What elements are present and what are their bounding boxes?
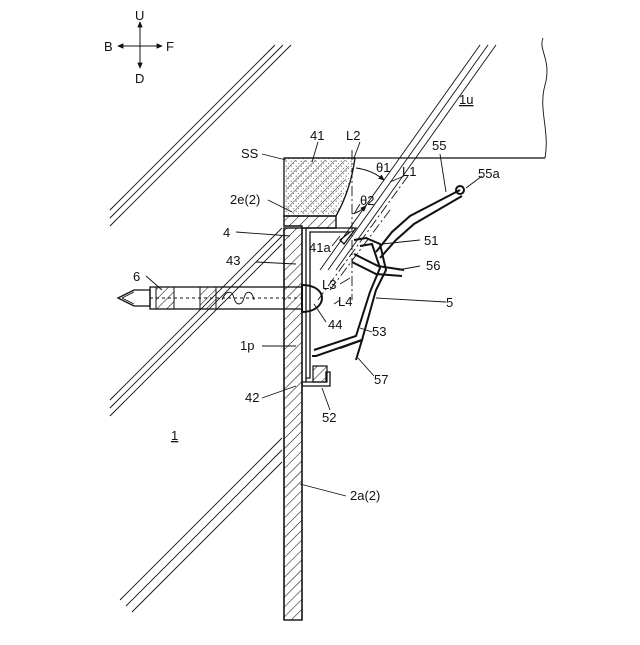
label-upper-body: 1u [459, 92, 473, 107]
label-51: 51 [424, 233, 438, 248]
upper-body-outline [90, 38, 547, 615]
main-body-section-lines [110, 45, 496, 612]
label-main-body: 1 [171, 428, 178, 443]
label-55: 55 [432, 138, 446, 153]
direction-compass: U D B F [104, 8, 174, 86]
label-L1: L1 [402, 164, 416, 179]
label-55a: 55a [478, 166, 500, 181]
compass-down-label: D [135, 71, 144, 86]
label-41a: 41a [309, 240, 331, 255]
sealant-41 [284, 158, 355, 216]
compass-front-label: F [166, 39, 174, 54]
label-2e: 2e(2) [230, 192, 260, 207]
label-44: 44 [328, 317, 342, 332]
compass-up-label: U [135, 8, 144, 23]
label-42: 42 [245, 390, 259, 405]
label-56: 56 [426, 258, 440, 273]
compass-back-label: B [104, 39, 113, 54]
label-43: 43 [226, 253, 240, 268]
label-theta1: θ1 [376, 160, 390, 175]
label-57: 57 [374, 372, 388, 387]
edge-member-2e [284, 216, 336, 228]
label-L2: L2 [346, 128, 360, 143]
reference-labels: 1 1u SS 41 L2 θ1 L1 55 55a 2e(2) θ2 4 41… [133, 92, 500, 503]
label-L4: L4 [338, 294, 352, 309]
label-53: 53 [372, 324, 386, 339]
label-2a: 2a(2) [350, 488, 380, 503]
label-1p: 1p [240, 338, 254, 353]
label-4: 4 [223, 225, 230, 240]
label-theta2: θ2 [360, 193, 374, 208]
label-L3: L3 [322, 277, 336, 292]
label-6: 6 [133, 269, 140, 284]
label-41: 41 [310, 128, 324, 143]
label-5: 5 [446, 295, 453, 310]
label-52: 52 [322, 410, 336, 425]
label-SS: SS [241, 146, 259, 161]
